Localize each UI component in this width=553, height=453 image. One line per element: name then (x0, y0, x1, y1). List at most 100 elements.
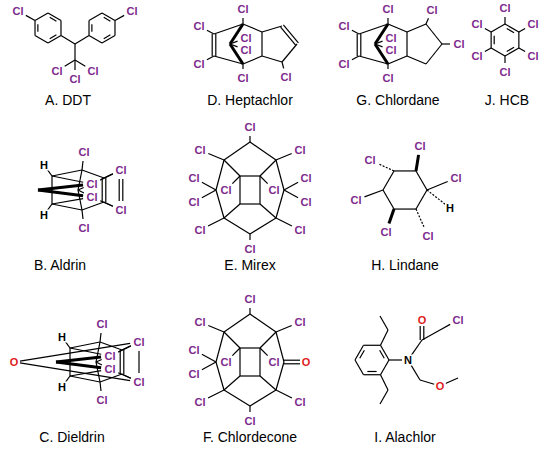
bond-line (387, 18, 388, 24)
atom-label: Cl (115, 165, 128, 176)
bond-line (518, 32, 519, 48)
atom-label: O (301, 357, 312, 368)
bond-line (239, 348, 240, 376)
bond-line (212, 34, 213, 56)
bond-line (242, 18, 243, 24)
bond-line (360, 350, 365, 358)
atom-label: Cl (220, 185, 233, 196)
bond-line (249, 406, 250, 412)
bond-line (208, 218, 224, 226)
bond-line (357, 34, 358, 56)
bond-line (20, 363, 130, 381)
bond-line (242, 64, 243, 69)
bond-line (243, 24, 262, 32)
bond-line (420, 326, 421, 340)
bond-line (260, 176, 268, 184)
bond-line (82, 210, 83, 219)
atom-label: Cl (240, 33, 253, 44)
atom-label: Cl (96, 319, 109, 330)
atom-label: Cl (300, 197, 313, 208)
bond-line (445, 378, 458, 384)
bond-line (426, 44, 442, 64)
bond-line (51, 176, 52, 204)
atom-label: Cl (78, 147, 91, 158)
atom-label: Cl (96, 395, 109, 406)
bond-line (276, 390, 292, 398)
bond-line (89, 13, 102, 21)
atom-label: Cl (422, 231, 435, 242)
bond-line (416, 209, 424, 228)
bond-line (208, 390, 224, 398)
bond-line (82, 161, 83, 170)
atom-label: Cl (244, 294, 257, 305)
atom-label: Cl (453, 39, 466, 50)
bond-line (485, 48, 491, 52)
atom-label: Cl (244, 122, 257, 133)
atom-label: Cl (294, 397, 307, 408)
bond-line (35, 36, 48, 44)
bond-line (485, 28, 491, 32)
bond-line (381, 330, 389, 345)
atom-label: Cl (194, 145, 207, 156)
bond-line (82, 202, 104, 210)
bond-line (114, 21, 115, 36)
bond-line (507, 47, 514, 51)
bond-line (260, 204, 276, 218)
bond-line (383, 171, 394, 190)
bond-line (96, 362, 102, 365)
bond-line (276, 153, 292, 160)
bond-line (224, 204, 240, 218)
atom-label: Cl (104, 364, 117, 375)
bond-line (75, 36, 89, 45)
atom-label: Cl (527, 19, 540, 30)
bond-line (119, 179, 120, 201)
atom-label: H (445, 203, 455, 214)
bond-line (102, 178, 103, 202)
structure-caption: J. HCB (485, 92, 529, 108)
bond-line (389, 359, 402, 360)
bond-line (70, 348, 101, 354)
bond-line (423, 326, 424, 340)
bond-line (440, 324, 450, 330)
bond-line (224, 218, 250, 234)
atom-label: Cl (471, 19, 484, 30)
bond-line (364, 345, 381, 346)
bond-line (504, 17, 505, 24)
bond-line (38, 185, 83, 190)
bond-line (380, 316, 388, 330)
bond-line (407, 24, 426, 32)
bond-line (261, 32, 262, 56)
bond-line (88, 21, 89, 36)
atom-label: Cl (86, 192, 99, 203)
bond-line (284, 360, 300, 361)
bond-line (102, 36, 115, 44)
bond-line (120, 350, 121, 374)
atom-label: Cl (193, 21, 206, 32)
bond-line (208, 153, 224, 160)
bond-line (420, 380, 434, 384)
atom-label: Cl (338, 59, 351, 70)
bond-line (202, 190, 216, 198)
atom-label: Cl (188, 345, 201, 356)
bond-line (52, 199, 83, 204)
bond-line (100, 382, 101, 391)
structure-caption: H. Lindane (371, 257, 439, 273)
bond-line (380, 350, 385, 358)
bond-line (388, 24, 407, 32)
bond-line (224, 332, 240, 348)
bond-line (65, 60, 75, 66)
bond-line (70, 371, 101, 376)
bond-line (367, 371, 376, 372)
bond-line (394, 208, 416, 209)
bond-line (240, 347, 260, 348)
bond-line (250, 314, 276, 332)
atom-label: Cl (382, 73, 395, 84)
atom-label: Cl (115, 205, 128, 216)
atom-label: Cl (194, 225, 207, 236)
bond-line (78, 190, 84, 193)
atom-label: Cl (338, 21, 351, 32)
bond-line (394, 170, 416, 171)
bond-line (207, 30, 214, 34)
bond-line (208, 325, 224, 332)
structure-caption: G. Chlordane (356, 92, 439, 108)
